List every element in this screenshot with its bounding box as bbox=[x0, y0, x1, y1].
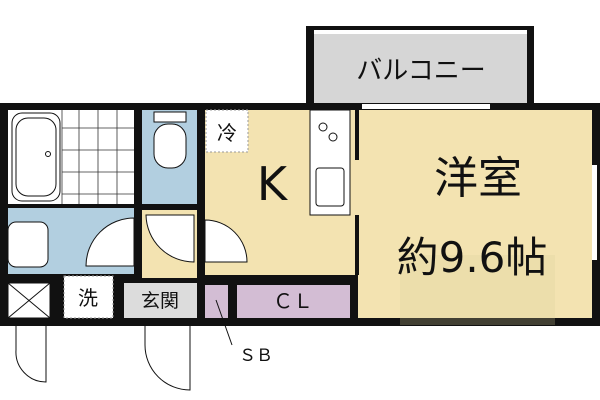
balcony bbox=[306, 26, 534, 106]
western-room-floor bbox=[358, 110, 592, 318]
stove-counter bbox=[309, 109, 351, 216]
door-swing-icon bbox=[85, 217, 135, 267]
bath-tiles bbox=[61, 110, 134, 204]
western-room-size: 約9.6帖 bbox=[397, 233, 548, 282]
closet-label: ＣＬ bbox=[273, 289, 313, 313]
kitchen-label: K bbox=[257, 157, 289, 211]
toilet-icon bbox=[153, 111, 187, 169]
refrigerator-space bbox=[205, 109, 249, 153]
door-swing-icon bbox=[145, 214, 195, 263]
washer-space bbox=[63, 275, 114, 319]
storage-box bbox=[7, 282, 51, 319]
washbasin-icon bbox=[7, 221, 49, 268]
balcony-window bbox=[362, 104, 490, 109]
refrigerator-label: 冷 bbox=[217, 121, 237, 145]
western-room-label: 洋室 bbox=[434, 153, 522, 204]
door-swing-icon bbox=[204, 219, 248, 263]
side-window bbox=[592, 165, 597, 260]
kitchen-room-opening bbox=[355, 160, 359, 215]
closet bbox=[237, 285, 350, 318]
washer-label: 洗 bbox=[78, 286, 98, 310]
shoe-box-leader-line bbox=[215, 299, 233, 346]
shoe-box-label: ＳＢ bbox=[239, 346, 273, 366]
entrance-door-icon bbox=[144, 326, 191, 391]
door-swing-icon bbox=[15, 326, 47, 383]
bathtub bbox=[11, 112, 61, 202]
watermark-logo bbox=[400, 255, 555, 325]
balcony-label: バルコニー bbox=[356, 56, 485, 86]
closet-top-wall bbox=[205, 275, 358, 283]
entrance-label: 玄関 bbox=[141, 290, 179, 312]
entrance-floor bbox=[124, 283, 197, 318]
